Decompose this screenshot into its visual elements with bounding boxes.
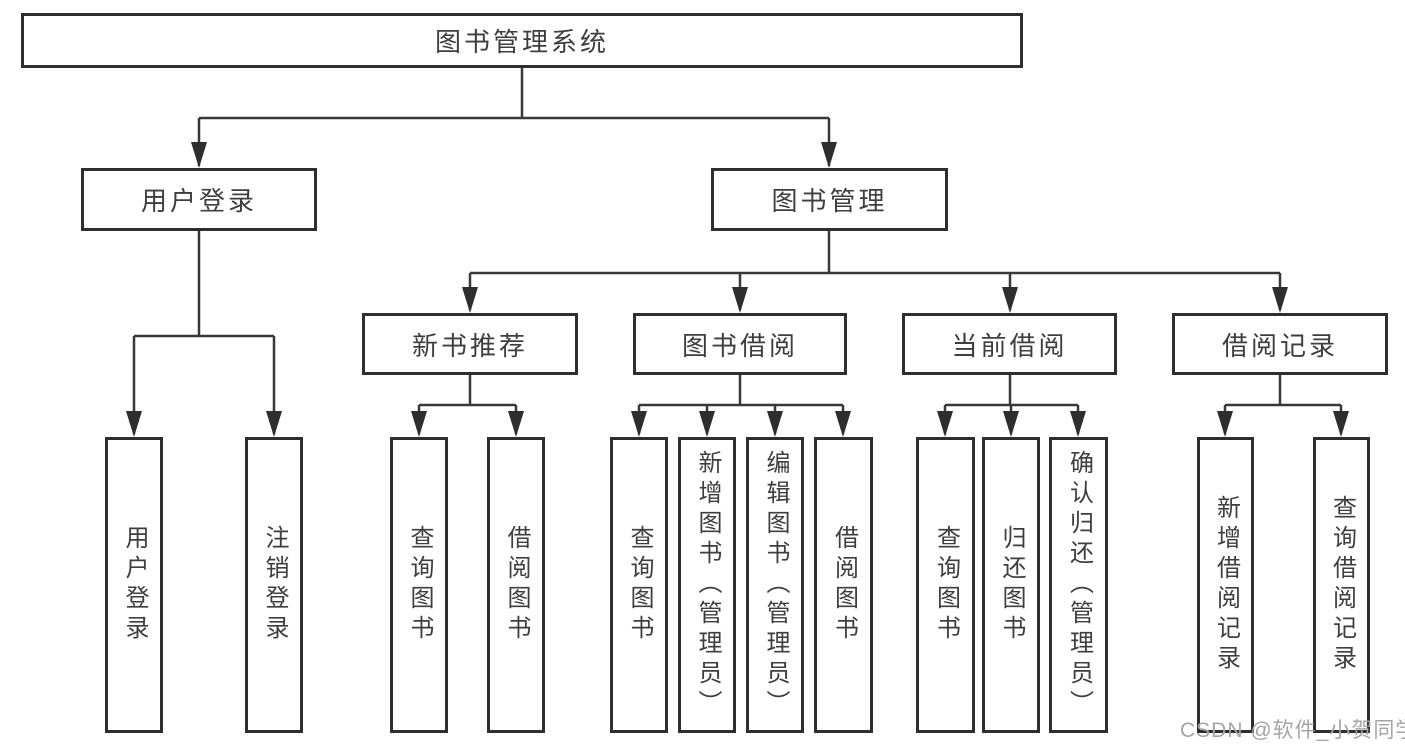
node-book-borrowing: 图书借阅	[633, 313, 847, 375]
node-book-borrowing-label: 图书借阅	[681, 330, 798, 361]
node-user-login-label: 用户登录	[140, 186, 257, 216]
leaf-add-borrow-record: 新增借阅记录	[1197, 437, 1254, 733]
leaf-query-borrow-record-label: 查询借阅记录	[1328, 495, 1356, 675]
node-borrowing-records: 借阅记录	[1172, 313, 1388, 375]
leaf-query-books-recommend: 查询图书	[390, 437, 448, 733]
node-book-management: 图书管理	[711, 168, 948, 231]
node-root-label: 图书管理系统	[434, 27, 609, 57]
leaf-borrow-books-borrowing-label: 借阅图书	[830, 525, 858, 645]
leaf-return-books: 归还图书	[982, 437, 1040, 733]
leaf-add-books-admin-label: 新增图书（管理员）	[694, 450, 721, 720]
node-root: 图书管理系统	[21, 13, 1023, 68]
leaf-borrow-books-borrowing: 借阅图书	[814, 437, 873, 733]
node-book-management-label: 图书管理	[771, 186, 888, 216]
leaf-query-books-borrowing: 查询图书	[610, 437, 668, 733]
leaf-query-books-current: 查询图书	[916, 437, 975, 733]
node-borrowing-records-label: 借阅记录	[1221, 330, 1338, 361]
csdn-watermark: CSDN @软件_小贺同学	[1180, 719, 1405, 742]
node-current-borrowing: 当前借阅	[902, 313, 1117, 375]
node-current-borrowing-label: 当前借阅	[951, 330, 1068, 361]
leaf-user-login-label: 用户登录	[121, 525, 148, 645]
leaf-borrow-books-recommend: 借阅图书	[487, 437, 545, 733]
node-new-book-recommend: 新书推荐	[362, 313, 578, 375]
arrowheads	[126, 142, 1349, 437]
leaf-query-books-recommend-label: 查询图书	[406, 525, 433, 645]
leaf-add-borrow-record-label: 新增借阅记录	[1212, 495, 1240, 675]
leaf-return-books-label: 归还图书	[998, 525, 1025, 645]
leaf-query-books-current-label: 查询图书	[932, 525, 960, 645]
leaf-add-books-admin: 新增图书（管理员）	[678, 437, 736, 733]
leaf-edit-books-admin-label: 编辑图书（管理员）	[762, 450, 789, 720]
leaf-logout: 注销登录	[245, 437, 303, 733]
leaf-user-login: 用户登录	[105, 437, 163, 733]
leaf-query-borrow-record: 查询借阅记录	[1313, 437, 1370, 733]
node-user-login: 用户登录	[81, 168, 317, 231]
node-new-book-recommend-label: 新书推荐	[411, 330, 528, 361]
leaf-borrow-books-recommend-label: 借阅图书	[503, 525, 530, 645]
leaf-edit-books-admin: 编辑图书（管理员）	[746, 437, 804, 733]
leaf-query-books-borrowing-label: 查询图书	[626, 525, 653, 645]
leaf-confirm-return-admin-label: 确认归还（管理员）	[1065, 450, 1093, 720]
leaf-logout-label: 注销登录	[261, 525, 288, 645]
leaf-confirm-return-admin: 确认归还（管理员）	[1049, 437, 1108, 733]
